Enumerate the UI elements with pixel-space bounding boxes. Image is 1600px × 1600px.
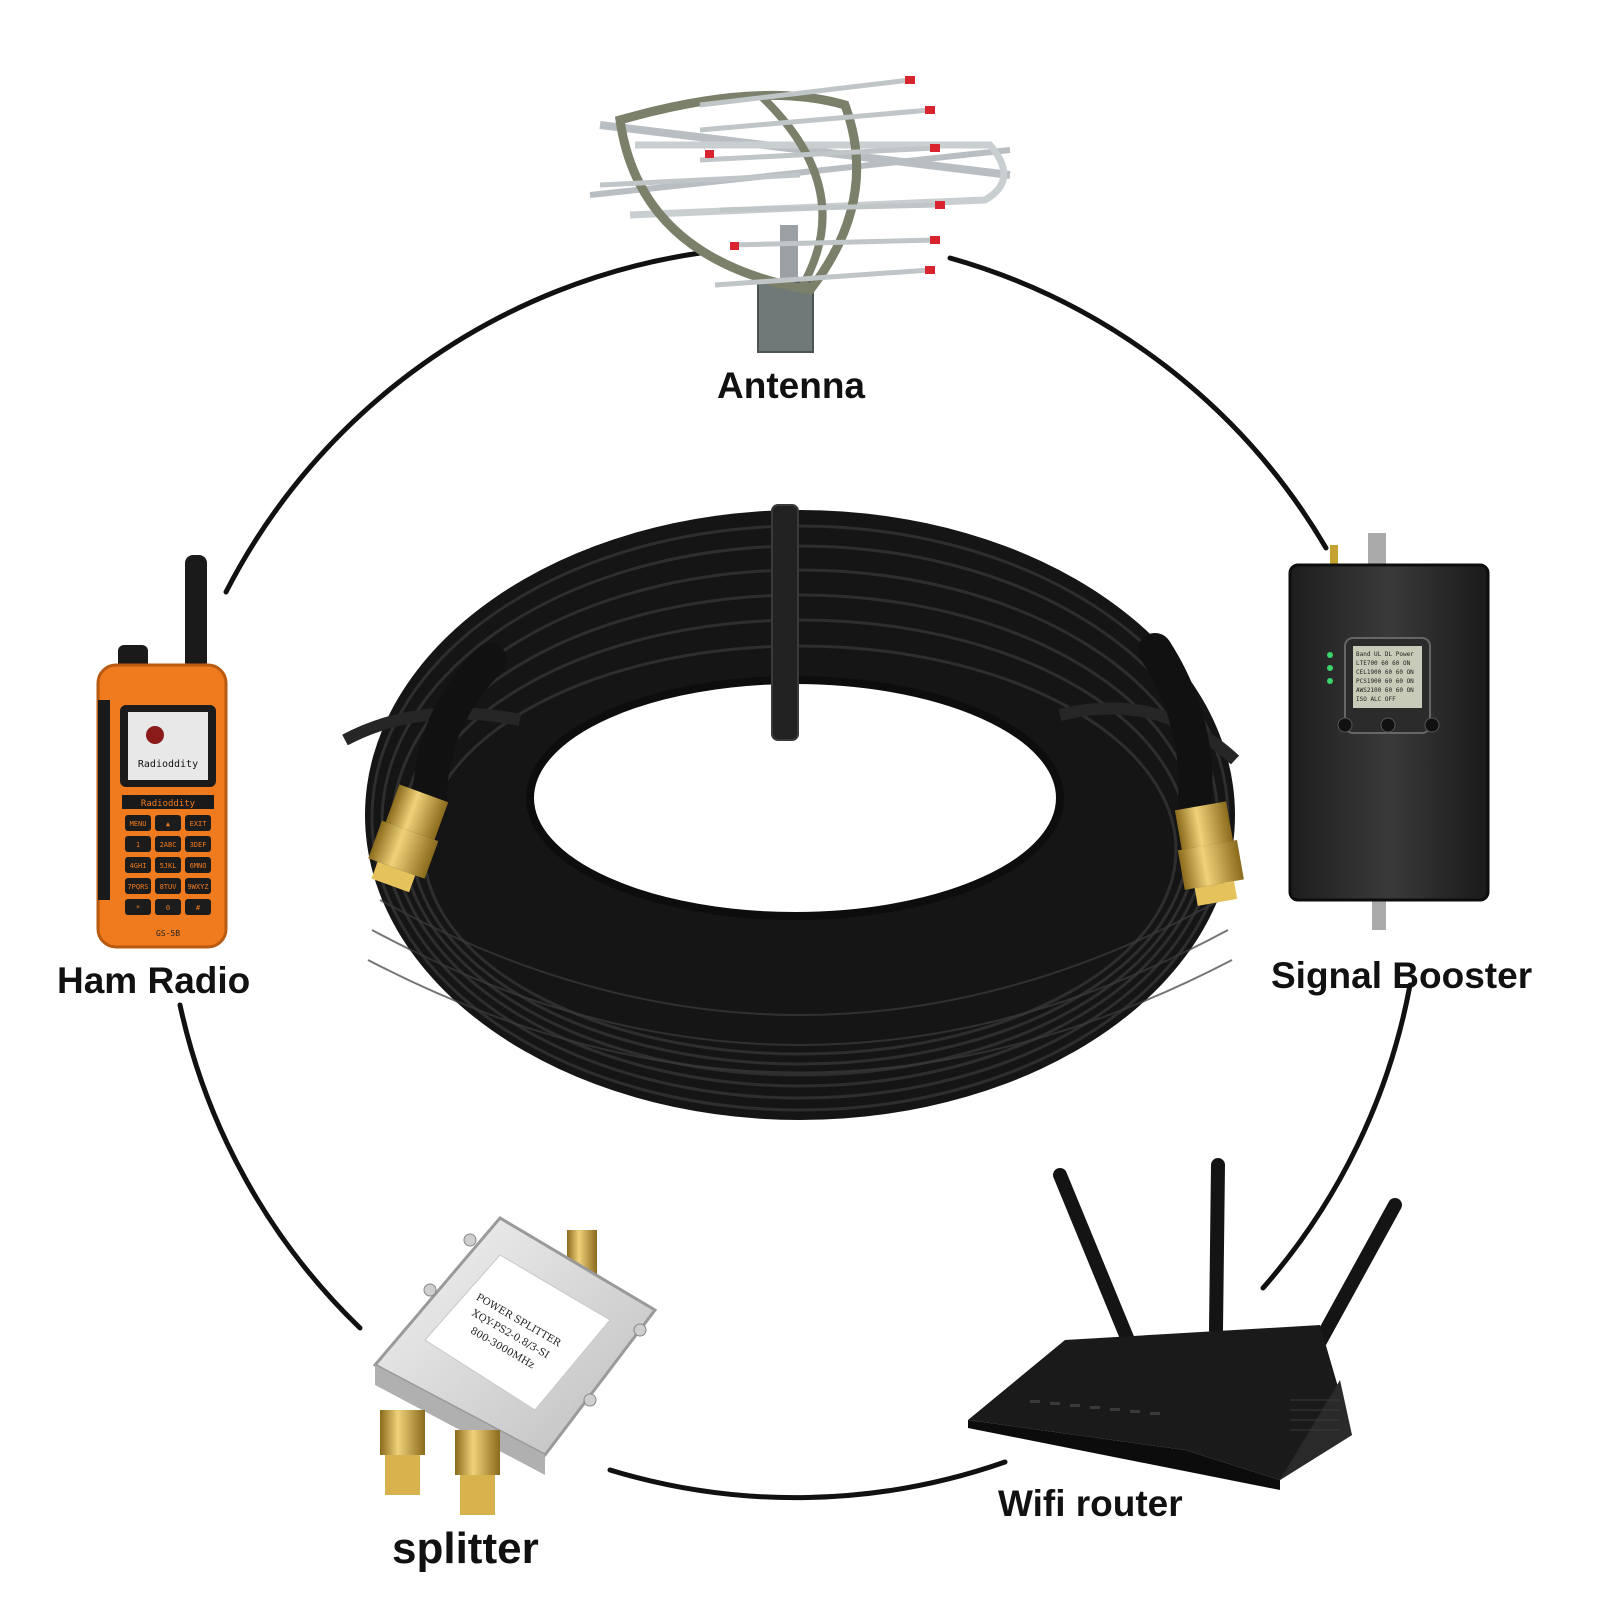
radio-key	[185, 857, 211, 873]
radio-key	[185, 878, 211, 894]
ham-radio-label: Ham Radio	[57, 960, 251, 1001]
radio-key	[185, 815, 211, 831]
sma-connector-left	[368, 784, 449, 893]
arc-antenna-booster	[947, 255, 1329, 551]
arc-router-splitter	[607, 1459, 1008, 1501]
coax-cable-coil	[342, 504, 1244, 1120]
radio-key-label: #	[196, 904, 201, 912]
arc-ham-antenna	[223, 250, 703, 595]
radio-model: GS-5B	[156, 929, 180, 938]
radio-key	[155, 815, 181, 831]
booster-lcd-line: ISO ALC OFF	[1356, 696, 1396, 703]
radio-key	[125, 899, 151, 915]
radio-key	[125, 815, 151, 831]
radio-key	[185, 836, 211, 852]
antenna-label: Antenna	[717, 365, 865, 406]
radio-key	[125, 857, 151, 873]
radio-key-label: EXIT	[190, 820, 208, 828]
arc-booster-router	[1260, 982, 1413, 1291]
radio-key-label: ▲	[166, 820, 171, 828]
radio-key-label: 6MNO	[190, 862, 207, 870]
radio-key-label: 1	[136, 841, 140, 849]
radio-key-label: 2ABC	[160, 841, 177, 849]
splitter-label-text: splitter	[392, 1524, 539, 1573]
sma-connector-right	[1174, 801, 1244, 906]
booster-lcd-line: CEL1900 60 60 ON	[1356, 669, 1414, 676]
arc-splitter-ham	[177, 1002, 363, 1331]
antenna-image	[589, 76, 1011, 353]
radio-key-label: 7PQRS	[127, 883, 148, 891]
radio-keypad: MENU ▲ EXIT 1 2ABC 3DEF 4GHI 5JKL 6MNO 7PQRS 8TUV 9…	[125, 815, 211, 915]
radio-key-label: MENU	[130, 820, 147, 828]
radio-key	[185, 899, 211, 915]
power-splitter-image: POWER SPLITTERXQY-PS2-0.8/3-SI800-3000MH…	[372, 1216, 658, 1515]
radio-key-label: 4GHI	[130, 862, 147, 870]
radio-key	[155, 899, 181, 915]
radio-key	[155, 857, 181, 873]
radio-key	[125, 836, 151, 852]
booster-lcd-line: AWS2100 60 60 ON	[1356, 687, 1414, 694]
radio-key-label: 8TUV	[160, 883, 178, 891]
radio-key	[155, 836, 181, 852]
radio-key-label: 3DEF	[190, 841, 207, 849]
wifi-router-image	[968, 1158, 1402, 1490]
ham-radio-image: Radioddity Radioddity MENU ▲ EXIT 1 2ABC 3DEF…	[96, 555, 228, 949]
radio-brand-plate: Radioddity	[141, 799, 196, 809]
radio-key-label: 5JKL	[160, 862, 177, 870]
radio-key-label: 0	[166, 904, 170, 912]
wifi-router-label: Wifi router	[998, 1483, 1183, 1524]
booster-lcd-line: Band UL DL Power	[1356, 651, 1414, 658]
booster-lcd-line: PCS1900 60 60 ON	[1356, 678, 1414, 685]
radio-key-label: 9WXYZ	[187, 883, 208, 891]
signal-booster-label: Signal Booster	[1271, 955, 1533, 996]
radio-key	[125, 878, 151, 894]
radio-screen-brand: Radioddity	[138, 759, 198, 770]
connection-circle	[177, 250, 1413, 1501]
booster-lcd-line: LTE700 60 60 ON	[1356, 660, 1411, 667]
radio-key	[155, 878, 181, 894]
radio-key-label: *	[136, 904, 140, 912]
